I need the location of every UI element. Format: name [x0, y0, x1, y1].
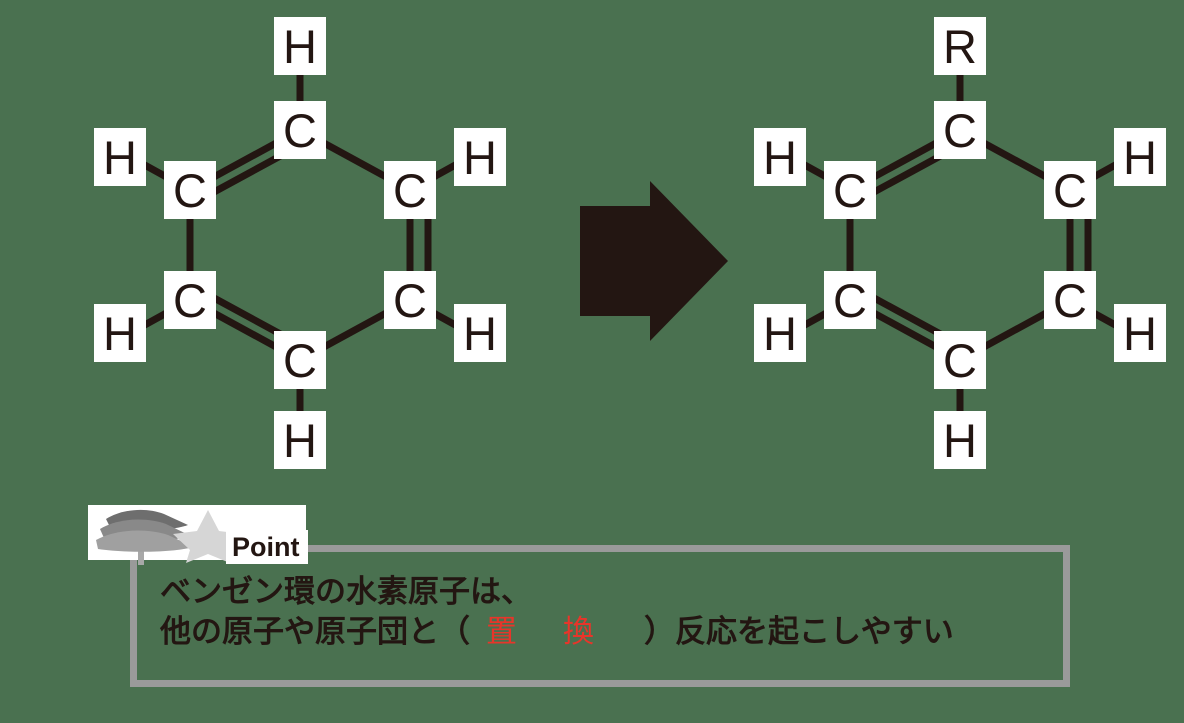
atom-label-lower-left-ring: C [164, 271, 216, 329]
atom-label-upper-left-ring: C [824, 161, 876, 219]
benzene-structure: H C H C C H H C C H C H [90, 0, 510, 480]
atom-label-lower-left-ring: C [824, 271, 876, 329]
substituted-benzene-structure: R C H C C H H C C H C H [750, 0, 1170, 480]
atom-label-bottom-substituent: H [274, 411, 326, 469]
atom-label-top-ring: C [934, 101, 986, 159]
point-frame-border [130, 545, 1070, 687]
atom-label-lower-left-substituent: H [754, 304, 806, 362]
point-text-line-2-suffix: ）反応を起こしやすい [644, 614, 954, 650]
atom-label-lower-right-ring: C [384, 271, 436, 329]
point-text: ベンゼン環の水素原子は、 他の原子や原子団と（ 置換）反応を起こしやすい [160, 572, 1060, 652]
atom-label-lower-right-substituent: H [1114, 304, 1166, 362]
atom-label-upper-right-substituent: H [1114, 128, 1166, 186]
atom-label-lower-right-substituent: H [454, 304, 506, 362]
atom-label-lower-left-substituent: H [94, 304, 146, 362]
point-label: Point [226, 530, 308, 564]
atom-label-bottom-ring: C [274, 331, 326, 389]
atom-label-upper-left-ring: C [164, 161, 216, 219]
point-text-line-1: ベンゼン環の水素原子は、 [160, 574, 532, 610]
atom-label-top-substituent-r: R [934, 17, 986, 75]
atom-label-top-substituent: H [274, 17, 326, 75]
atom-label-upper-left-substituent: H [754, 128, 806, 186]
point-answer-substitution: 置換 [486, 614, 640, 650]
point-text-line-2: 他の原子や原子団と（ 置換）反応を起こしやすい [160, 612, 1060, 652]
atom-label-upper-right-substituent: H [454, 128, 506, 186]
atom-label-bottom-substituent: H [934, 411, 986, 469]
atom-label-bottom-ring: C [934, 331, 986, 389]
point-callout: Point ベンゼン環の水素原子は、 他の原子や原子団と（ 置換）反応を起こしやす… [88, 500, 1088, 720]
atom-label-upper-right-ring: C [1044, 161, 1096, 219]
atom-label-top-ring: C [274, 101, 326, 159]
atom-label-upper-left-substituent: H [94, 128, 146, 186]
atom-label-upper-right-ring: C [384, 161, 436, 219]
atom-label-lower-right-ring: C [1044, 271, 1096, 329]
point-badge [88, 505, 306, 565]
star-banner-icon [96, 509, 243, 565]
point-text-line-2-prefix: 他の原子や原子団と（ [160, 614, 470, 650]
reaction-arrow-icon [580, 181, 728, 341]
